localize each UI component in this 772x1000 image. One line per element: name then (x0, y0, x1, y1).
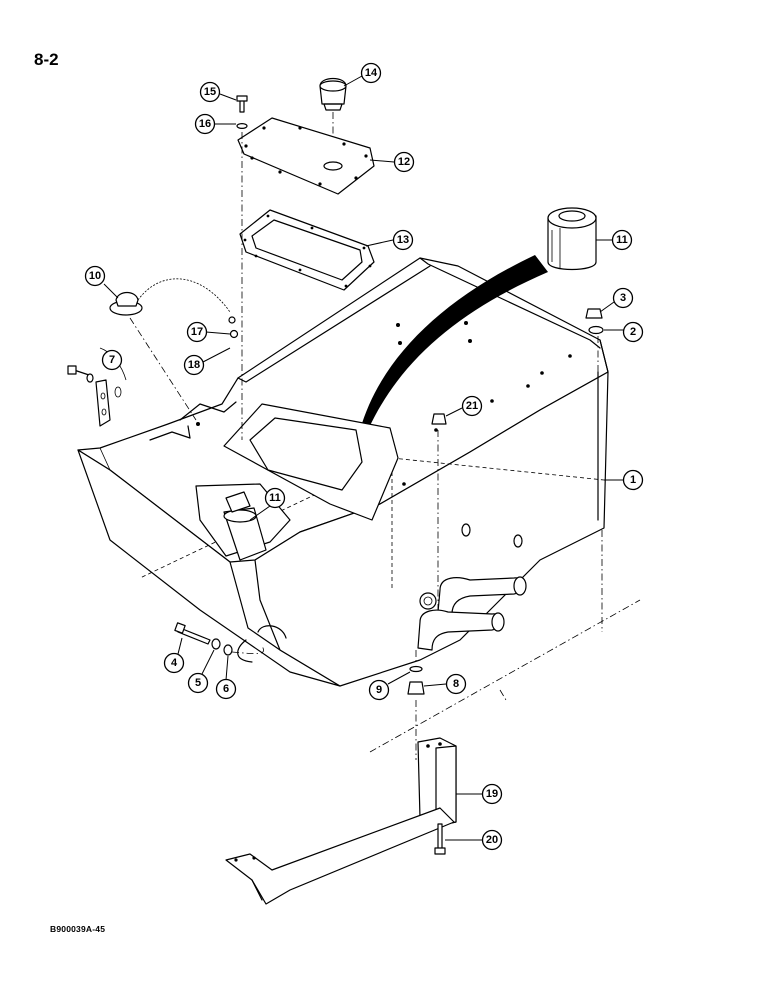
mounting-holes (196, 321, 572, 486)
callout-7: 7 (101, 349, 123, 371)
figure-code: B900039A-45 (50, 924, 106, 934)
svg-text:15: 15 (204, 86, 216, 98)
svg-text:2: 2 (630, 326, 636, 338)
callout-8: 8 (423, 673, 467, 695)
svg-text:11: 11 (616, 234, 628, 246)
svg-text:6: 6 (223, 683, 229, 695)
drain-plug (407, 665, 425, 695)
callout-16: 16 (194, 113, 236, 135)
page-number: 8-2 (34, 50, 59, 69)
svg-text:14: 14 (365, 67, 378, 79)
access-opening (249, 417, 363, 491)
callout-15: 15 (199, 81, 237, 103)
nut-and-washer (585, 308, 604, 335)
svg-text:21: 21 (466, 400, 478, 412)
tank-support-bracket (225, 737, 457, 905)
callout-2: 2 (604, 321, 644, 343)
callout-17: 17 (186, 321, 231, 343)
filter-element (547, 207, 597, 271)
svg-text:13: 13 (397, 234, 409, 246)
mounting-bolt-set (174, 622, 233, 656)
svg-text:17: 17 (191, 326, 203, 338)
callout-3: 3 (599, 287, 634, 313)
svg-text:8: 8 (453, 678, 459, 690)
svg-text:4: 4 (171, 657, 178, 669)
callout-11-filter: 11 (596, 229, 633, 251)
svg-text:10: 10 (89, 270, 101, 282)
nut (431, 413, 447, 425)
svg-text:11: 11 (269, 492, 281, 504)
svg-text:12: 12 (398, 156, 410, 168)
suction-strainer (195, 483, 291, 561)
svg-text:1: 1 (630, 474, 636, 486)
filler-cap (319, 77, 347, 111)
hydraulic-tank (77, 255, 609, 687)
support-bolt (434, 823, 446, 855)
callout-11-strainer: 11 (249, 487, 286, 521)
svg-text:16: 16 (199, 118, 211, 130)
cover-bolt (236, 95, 248, 129)
callout-1: 1 (604, 469, 644, 491)
callout-9: 9 (368, 671, 411, 701)
callout-12: 12 (369, 151, 415, 173)
gasket (239, 209, 375, 291)
callout-18: 18 (183, 347, 231, 376)
callout-10: 10 (84, 265, 119, 299)
svg-text:20: 20 (486, 834, 498, 846)
callout-21: 21 (445, 395, 483, 417)
callout-4: 4 (163, 637, 185, 674)
callout-5: 5 (187, 649, 215, 694)
return-tubes (417, 576, 527, 651)
svg-text:19: 19 (486, 788, 498, 800)
cover-plate (237, 117, 375, 195)
callout-20: 20 (445, 829, 503, 851)
svg-text:5: 5 (195, 677, 201, 689)
svg-text:3: 3 (620, 292, 626, 304)
svg-text:18: 18 (188, 359, 200, 371)
breather-cap-with-chain (109, 278, 239, 339)
svg-text:7: 7 (109, 354, 115, 366)
svg-text:9: 9 (376, 684, 382, 696)
callout-14: 14 (343, 62, 382, 87)
callout-19: 19 (456, 783, 503, 805)
callout-6: 6 (215, 655, 237, 700)
callout-13: 13 (365, 229, 414, 251)
